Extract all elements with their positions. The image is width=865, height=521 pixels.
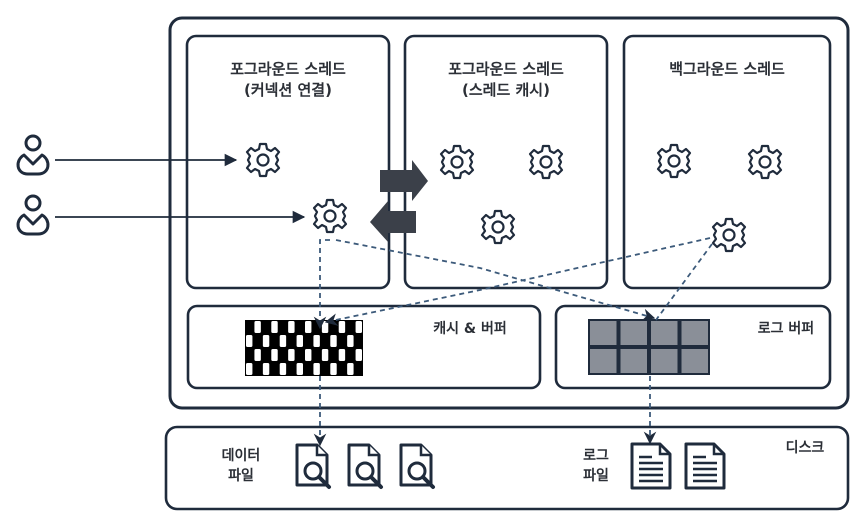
user-icon: [16, 194, 50, 236]
log-file-label: 로그: [583, 448, 609, 464]
log-file-icon: [630, 442, 672, 490]
thread-box-background: 백그라운드 스레드: [622, 34, 832, 290]
disk-box: 디스크 데이터 파일 로그 파일: [164, 425, 850, 511]
thread-transfer-arrows: [370, 160, 428, 242]
thread-subtitle: (커넥션 연결): [244, 81, 332, 99]
thread-title: 포그라운드 스레드: [448, 60, 564, 78]
data-file-icon: [295, 443, 331, 489]
log-file-icon: [684, 442, 726, 490]
log-buffer-grid-icon: [588, 319, 710, 375]
thread-subtitle: (스레드 캐시): [462, 81, 550, 99]
thread-title: 포그라운드 스레드: [230, 60, 346, 78]
cache-buffer-label: 캐시 & 버퍼: [433, 320, 506, 337]
data-file-icon: [347, 443, 383, 489]
data-file-label: 데이터: [222, 447, 261, 464]
data-file-icon: [399, 443, 435, 489]
user-icon: [16, 134, 50, 176]
data-flow-lines: [313, 237, 713, 447]
log-buffer-label: 로그 버퍼: [758, 320, 814, 337]
thread-box-foreground-cache: 포그라운드 스레드 (스레드 캐시): [403, 34, 609, 290]
disk-label: 디스크: [786, 440, 825, 456]
data-file-label: 파일: [228, 468, 254, 484]
checkerboard-icon: [245, 320, 363, 376]
cache-buffer-box: 캐시 & 버퍼: [186, 304, 542, 390]
thread-box-foreground-connection: 포그라운드 스레드 (커넥션 연결): [185, 34, 391, 290]
log-file-label: 파일: [583, 468, 609, 484]
log-buffer-box: 로그 버퍼: [554, 304, 832, 390]
thread-title: 백그라운드 스레드: [669, 60, 785, 78]
